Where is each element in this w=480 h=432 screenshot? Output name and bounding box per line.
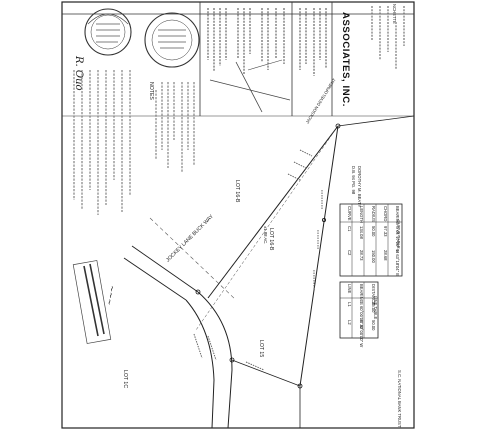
curve-table-header: BEARING bbox=[395, 206, 400, 225]
sheet-border bbox=[61, 1, 415, 429]
curve-table-title: CURVE TABLE bbox=[396, 220, 401, 249]
road-label: JOCKEY LANE BUCK WAY bbox=[165, 213, 215, 263]
lot-label-lower: LOT 1C bbox=[122, 370, 128, 388]
line-table-header: LINE bbox=[347, 284, 352, 294]
property-lines bbox=[123, 115, 415, 429]
notes-title: NOTES bbox=[148, 82, 154, 100]
notes-block: NOTES bbox=[148, 82, 195, 172]
owner-label: DOROTHY M. BEATY bbox=[357, 166, 362, 207]
line-table-cell: 50.00 bbox=[371, 320, 376, 331]
line-table-header: DISTANCE bbox=[371, 284, 376, 305]
line-table-header: BEARING bbox=[359, 284, 364, 303]
curve-table-header: CURVE bbox=[347, 206, 352, 221]
curve-table-cell: 134.08 bbox=[359, 226, 364, 239]
top-label: NCHETTE bbox=[392, 4, 397, 24]
owner-sub: D.B. 94 PG. 98 bbox=[351, 166, 356, 195]
lot-label-center: LOT 16-B bbox=[268, 228, 274, 251]
certification-text bbox=[73, 70, 131, 215]
curve-table-cell: S 44°17'20" W bbox=[395, 226, 400, 253]
curve-table-cell: N 63°18'04" E bbox=[395, 250, 400, 276]
curve-table-cell: 28.73 bbox=[359, 250, 364, 261]
vicinity-map bbox=[209, 59, 291, 113]
curve-table-cell: 97.33 bbox=[383, 226, 388, 237]
lot-area: ±1.88 AC. bbox=[263, 226, 268, 244]
line-table-cell: 35.00 bbox=[371, 302, 376, 313]
lot-label-right: LOT 16-B bbox=[234, 180, 240, 203]
curve-table-header: LENGTH bbox=[359, 206, 364, 223]
line-table-cell: N 30°00'00" W bbox=[359, 320, 364, 347]
bank-label: S.C. NATIONAL BANK TRUST bbox=[397, 370, 402, 428]
firm-name: ASSOCIATES, INC. bbox=[340, 12, 351, 107]
svg-text:~~~: ~~~ bbox=[105, 285, 117, 306]
line-table: LINE TABLE bbox=[339, 281, 379, 339]
line-table-title: LINE TABLE bbox=[373, 296, 378, 320]
curve-table-header: CHORD bbox=[383, 206, 388, 221]
surveyor-seal bbox=[84, 8, 132, 56]
curve-table-cell: 28.68 bbox=[383, 250, 388, 261]
line-table-cell: S 60°00'00" W bbox=[359, 302, 364, 329]
curve-table-cell: C2 bbox=[347, 250, 352, 256]
monuments bbox=[195, 123, 341, 389]
curve-table-cell: 50.00 bbox=[371, 226, 376, 237]
line-table-cell: L2 bbox=[347, 320, 352, 325]
curve-table-cell: 150.00 bbox=[371, 250, 376, 263]
title-block-text bbox=[207, 6, 405, 76]
curve-table: CURVE TABLE bbox=[339, 203, 403, 277]
signature: R. Ouo bbox=[73, 55, 84, 91]
recording-stamp: ~~~ bbox=[72, 260, 117, 344]
curve-table-header: RADIUS bbox=[371, 206, 376, 222]
state-seal bbox=[144, 12, 200, 68]
bearing-annotations bbox=[193, 149, 323, 371]
line-table-cell: L1 bbox=[347, 302, 352, 307]
lot-label-far-right: LOT 15 bbox=[258, 340, 264, 357]
curve-table-cell: C1 bbox=[347, 226, 352, 232]
